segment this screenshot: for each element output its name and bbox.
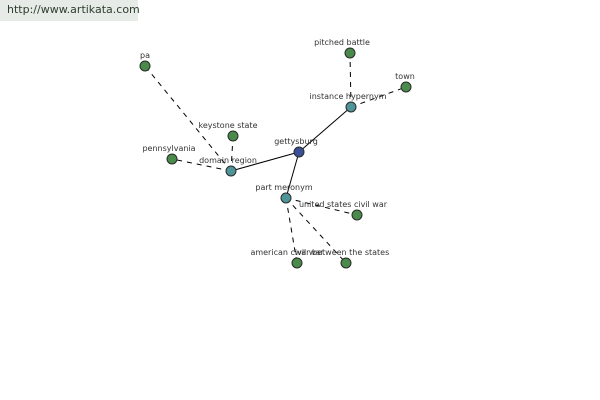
edge-gettysburg-to-instance-hypernym: [298, 106, 352, 153]
edge-part-meronym-to-war-between-the-states: [285, 197, 347, 264]
node-label-part-meronym: part meronym: [255, 183, 312, 192]
edge-gettysburg-to-part-meronym: [285, 151, 300, 199]
node-label-instance-hypernym: instance hypernym: [310, 92, 387, 101]
node-label-american-civil-war: american civil war: [250, 248, 324, 257]
node-united-states-civil-war[interactable]: [351, 209, 363, 221]
node-label-united-states-civil-war: united states civil war: [299, 200, 388, 209]
node-label-gettysburg: gettysburg: [274, 137, 318, 146]
node-label-domain-region: domain region: [199, 156, 257, 165]
node-american-civil-war[interactable]: [291, 257, 303, 269]
labels-layer: gettysburg instance hypernym domain region…: [140, 38, 415, 257]
edges-layer: [144, 52, 407, 264]
node-label-keystone-state: keystone state: [198, 121, 257, 130]
node-label-town: town: [395, 72, 415, 81]
node-label-pennsylvania: pennsylvania: [142, 144, 195, 153]
node-domain-region[interactable]: [225, 165, 237, 177]
node-instance-hypernym[interactable]: [345, 101, 357, 113]
watermark-banner: http://www.artikata.com: [0, 0, 140, 21]
node-war-between-the-states[interactable]: [340, 257, 352, 269]
node-label-pa: pa: [140, 51, 150, 60]
node-label-pitched-battle: pitched battle: [314, 38, 370, 47]
watermark-url[interactable]: http://www.artikata.com: [7, 3, 140, 16]
node-town[interactable]: [400, 81, 412, 93]
node-label-war-between-the-states: war between the states: [295, 248, 390, 257]
edge-part-meronym-to-united-states-civil-war: [285, 197, 358, 216]
edge-part-meronym-to-american-civil-war: [285, 197, 298, 264]
node-gettysburg[interactable]: [293, 146, 305, 158]
node-pennsylvania[interactable]: [166, 153, 178, 165]
nodes-layer: [139, 47, 412, 269]
edge-domain-region-to-pennsylvania: [171, 158, 232, 172]
node-pitched-battle[interactable]: [344, 47, 356, 59]
node-part-meronym[interactable]: [280, 192, 292, 204]
node-pa[interactable]: [139, 60, 151, 72]
node-keystone-state[interactable]: [227, 130, 239, 142]
edge-gettysburg-to-domain-region: [230, 151, 300, 172]
edge-domain-region-to-pa: [144, 65, 232, 172]
